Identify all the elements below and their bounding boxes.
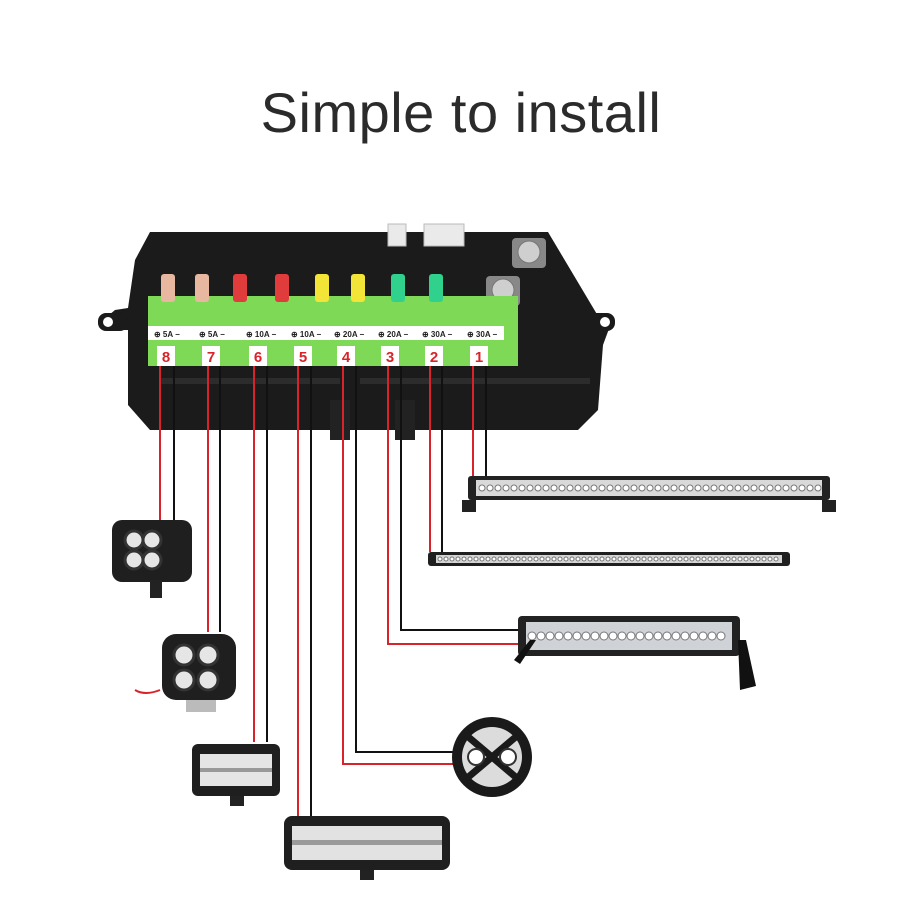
fuse-rating-7: ⊕ 5A − [199, 330, 225, 339]
fuse-rating-4: ⊕ 20A − [334, 330, 365, 339]
negative-wire-3 [400, 366, 518, 631]
fuse-8 [161, 274, 175, 302]
fuse-3 [351, 274, 365, 302]
channel-box-2 [425, 346, 443, 366]
rating-strip [148, 326, 504, 340]
page-title: Simple to install [260, 81, 662, 144]
channel-numbers: 8 7 6 5 4 3 2 1 [157, 346, 488, 366]
channel-box-3 [381, 346, 399, 366]
fuse-row [161, 274, 443, 302]
channel-number-2: 2 [430, 349, 438, 366]
fuse-2 [391, 274, 405, 302]
fuse-5 [275, 274, 289, 302]
light-bar-icon [428, 552, 790, 566]
fuse-rating-1: ⊕ 30A − [467, 330, 498, 339]
channel-number-6: 6 [254, 349, 262, 366]
channel-number-1: 1 [475, 349, 483, 366]
negative-wire-4 [355, 366, 456, 753]
work-light-icon [134, 634, 236, 712]
fuse-rating-2: ⊕ 30A − [422, 330, 453, 339]
positive-wire-4 [342, 366, 456, 765]
channel-box-6 [249, 346, 267, 366]
fuse-4 [315, 274, 329, 302]
light-bar-icon [284, 816, 450, 880]
light-bar-icon [514, 616, 756, 690]
fuse-rating-6: ⊕ 10A − [246, 330, 277, 339]
round-light-icon [452, 717, 532, 797]
fuse-7 [195, 274, 209, 302]
channel-box-1 [470, 346, 488, 366]
work-light-icon [192, 744, 280, 806]
channel-number-7: 7 [207, 349, 215, 366]
channel-box-4 [337, 346, 355, 366]
channel-box-7 [202, 346, 220, 366]
fuse-6 [233, 274, 247, 302]
channel-number-4: 4 [342, 349, 351, 366]
work-light-icon [112, 520, 192, 598]
fuse-rating-3: ⊕ 20A − [378, 330, 409, 339]
fuse-1 [429, 274, 443, 302]
wire-harness [159, 366, 518, 816]
channel-number-5: 5 [299, 349, 307, 366]
fuse-rating-5: ⊕ 10A − [291, 330, 322, 339]
fuse-rating-8: ⊕ 5A − [154, 330, 180, 339]
channel-box-5 [294, 346, 312, 366]
channel-box-8 [157, 346, 175, 366]
light-bar-icon [462, 476, 836, 512]
fuse-ratings: ⊕ 5A − ⊕ 5A − ⊕ 10A − ⊕ 10A − ⊕ 20A − ⊕ 20A −… [154, 330, 498, 339]
positive-wire-3 [387, 366, 518, 645]
channel-number-8: 8 [162, 349, 170, 366]
channel-number-3: 3 [386, 349, 394, 366]
